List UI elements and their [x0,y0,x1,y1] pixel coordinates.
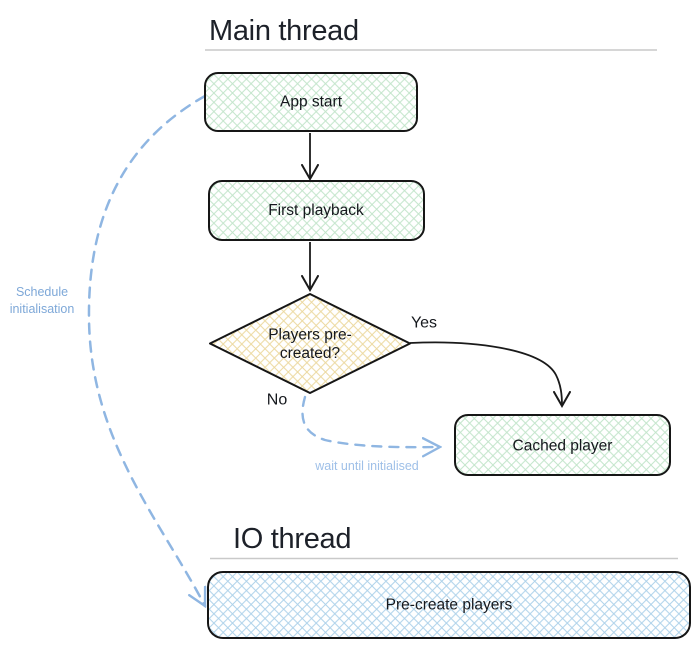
io-thread-title: IO thread [233,523,351,555]
decision-label-line2: created? [280,345,341,362]
edge-no-label: No [267,392,288,409]
node-precreate-players-label: Pre-create players [386,597,513,614]
node-first-playback-label: First playback [268,202,364,219]
edge-schedule-initialisation-dashed [87,94,205,606]
edge-schedule-label-line2: initialisation [10,302,75,316]
node-app-start [204,72,418,132]
node-precreate-players [207,571,691,639]
edge-wait-until-initialised-dashed [301,395,440,447]
node-app-start-label: App start [280,94,343,111]
decision-players-precreated [209,293,411,394]
node-cached-player [454,414,671,476]
node-cached-player-label: Cached player [513,438,613,455]
edge-yes-to-cachedplayer [409,341,571,409]
main-thread-title: Main thread [209,15,359,47]
edge-schedule-label-line1: Schedule [16,285,68,299]
decision-label-line1: Players pre- [268,327,352,344]
edge-yes-label: Yes [411,315,437,332]
node-first-playback [208,180,425,241]
edge-wait-label: wait until initialised [314,459,419,473]
